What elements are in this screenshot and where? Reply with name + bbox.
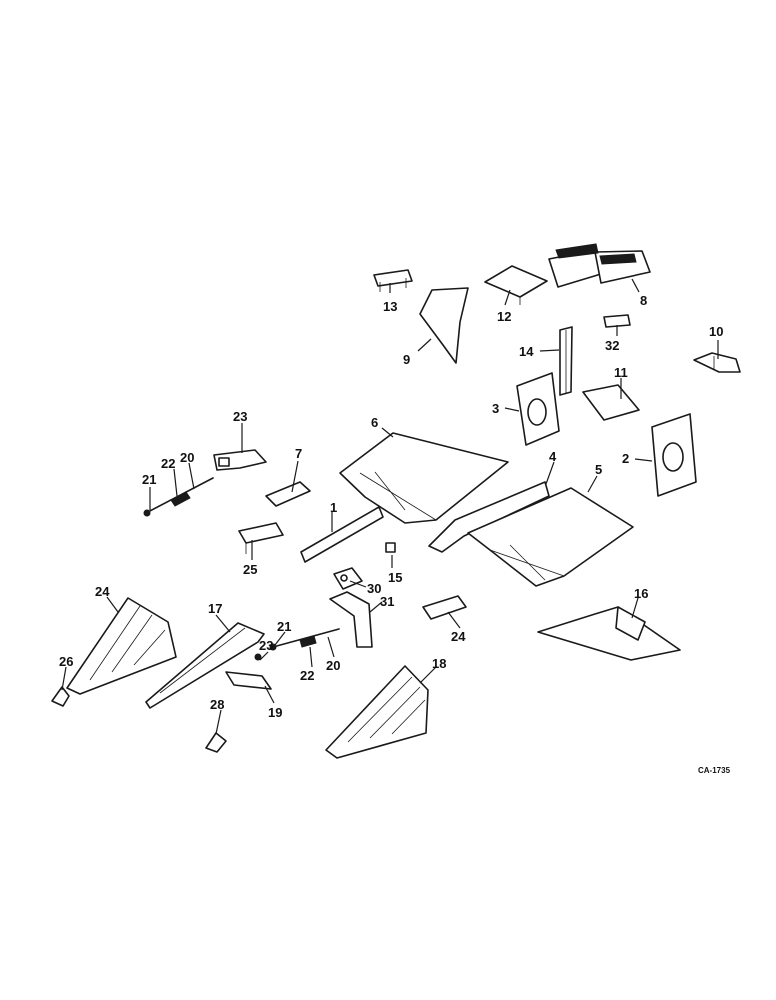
part-15-block [385,542,396,553]
callout-16: 16 [634,586,648,601]
part-31-plate [329,591,373,648]
part-6-hood [339,432,509,524]
callout-7: 7 [295,446,302,461]
callout-26: 28 [210,697,224,712]
part-28-bracket [422,595,467,620]
callout-23: 23 [259,638,273,653]
callout-21-upper: 21 [142,472,156,487]
part-1-strip [300,506,384,563]
callout-30: 30 [367,581,381,596]
callout-28: 24 [451,629,466,644]
callout-11: 11 [614,365,628,380]
part-26-tip [205,732,227,753]
callout-21-lower: 21 [277,619,291,634]
callout-20-upper: 20 [180,450,194,465]
callout-19: 19 [268,705,282,720]
part-8-cover [548,243,651,288]
callout-27: 23 [233,409,247,424]
callout-24: 24 [95,584,110,599]
callout-22-lower: 22 [300,668,314,683]
part-14-channel [559,326,573,396]
callout-12: 12 [497,309,511,324]
part-24-divider-cone [66,597,177,695]
callout-15: 15 [388,570,402,585]
part-5-hood [467,487,634,587]
callout-5: 5 [595,462,602,477]
part-13-bracket [373,269,413,292]
callout-10: 10 [709,324,723,339]
part-32-clip [603,314,631,328]
callout-14: 14 [519,344,534,359]
rod-assembly-lower [254,628,340,661]
part-27-bracket [213,449,267,471]
callout-18: 18 [432,656,446,671]
part-17-divider [145,622,265,709]
part-2-side-panel [651,413,697,497]
part-11-bracket [582,384,640,421]
callout-25: 26 [59,654,73,669]
rod-assembly-upper [143,477,214,517]
part-9-shield [419,287,469,364]
callout-labels: 13 9 12 8 14 32 10 3 11 2 23 21 22 20 7 … [59,293,731,775]
callout-17: 17 [208,601,222,616]
part-30-bracket [333,567,363,590]
part-4-divider [428,481,550,553]
part-18-divider-cone [325,665,429,759]
callout-8: 8 [640,293,647,308]
callout-3: 3 [492,401,499,416]
leader-lines [61,278,719,735]
callout-31: 31 [380,594,394,609]
part-25-tip [51,686,70,707]
callout-6: 6 [371,415,378,430]
callout-32: 32 [605,338,619,353]
part-29-bracket [238,522,284,554]
callout-9: 9 [403,352,410,367]
part-16-floor-plate [537,606,681,661]
part-3-side-panel [516,372,560,446]
callout-2: 2 [622,451,629,466]
callout-20-lower: 20 [326,658,340,673]
callout-13: 13 [383,299,397,314]
callout-29: 25 [243,562,257,577]
part-19-bracket [225,671,272,690]
callout-22-upper: 22 [161,456,175,471]
callout-4: 4 [549,449,557,464]
part-12-plate [484,265,548,305]
part-7-bracket [265,481,311,507]
drawing-reference: CA-1735 [698,766,731,775]
callout-1: 1 [330,500,337,515]
part-10-bracket [693,352,741,373]
